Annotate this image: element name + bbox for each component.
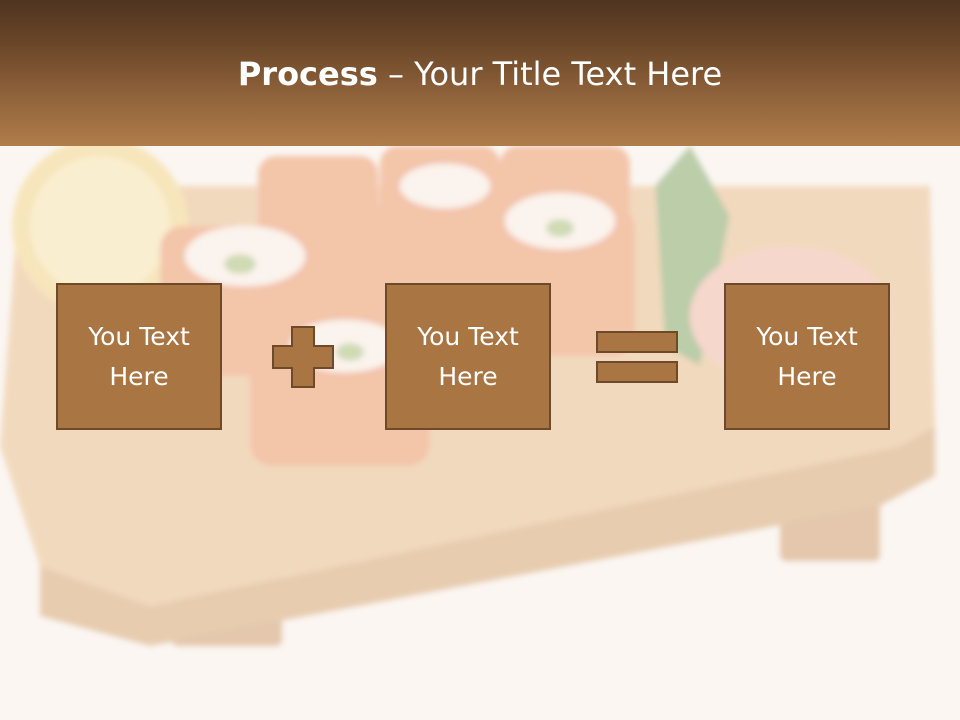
process-box-1-line1: You Text: [88, 321, 190, 351]
equals-icon: [596, 331, 678, 385]
process-box-1-line2: Here: [109, 361, 169, 391]
title-bold: Process: [237, 55, 378, 93]
process-box-1[interactable]: You Text Here: [56, 283, 222, 430]
sushi-board-illustration: [0, 146, 935, 646]
process-box-2-line2: Here: [438, 361, 498, 391]
process-box-3-line1: You Text: [756, 321, 858, 351]
process-box-3-line2: Here: [777, 361, 837, 391]
plus-icon: [272, 326, 334, 388]
process-box-3[interactable]: You Text Here: [724, 283, 890, 430]
title-rest: – Your Title Text Here: [377, 55, 723, 93]
slide-title: Process – Your Title Text Here: [0, 50, 960, 98]
background-photo: [0, 146, 960, 720]
process-box-2-line1: You Text: [417, 321, 519, 351]
title-banner: [0, 0, 960, 146]
process-box-2[interactable]: You Text Here: [385, 283, 551, 430]
